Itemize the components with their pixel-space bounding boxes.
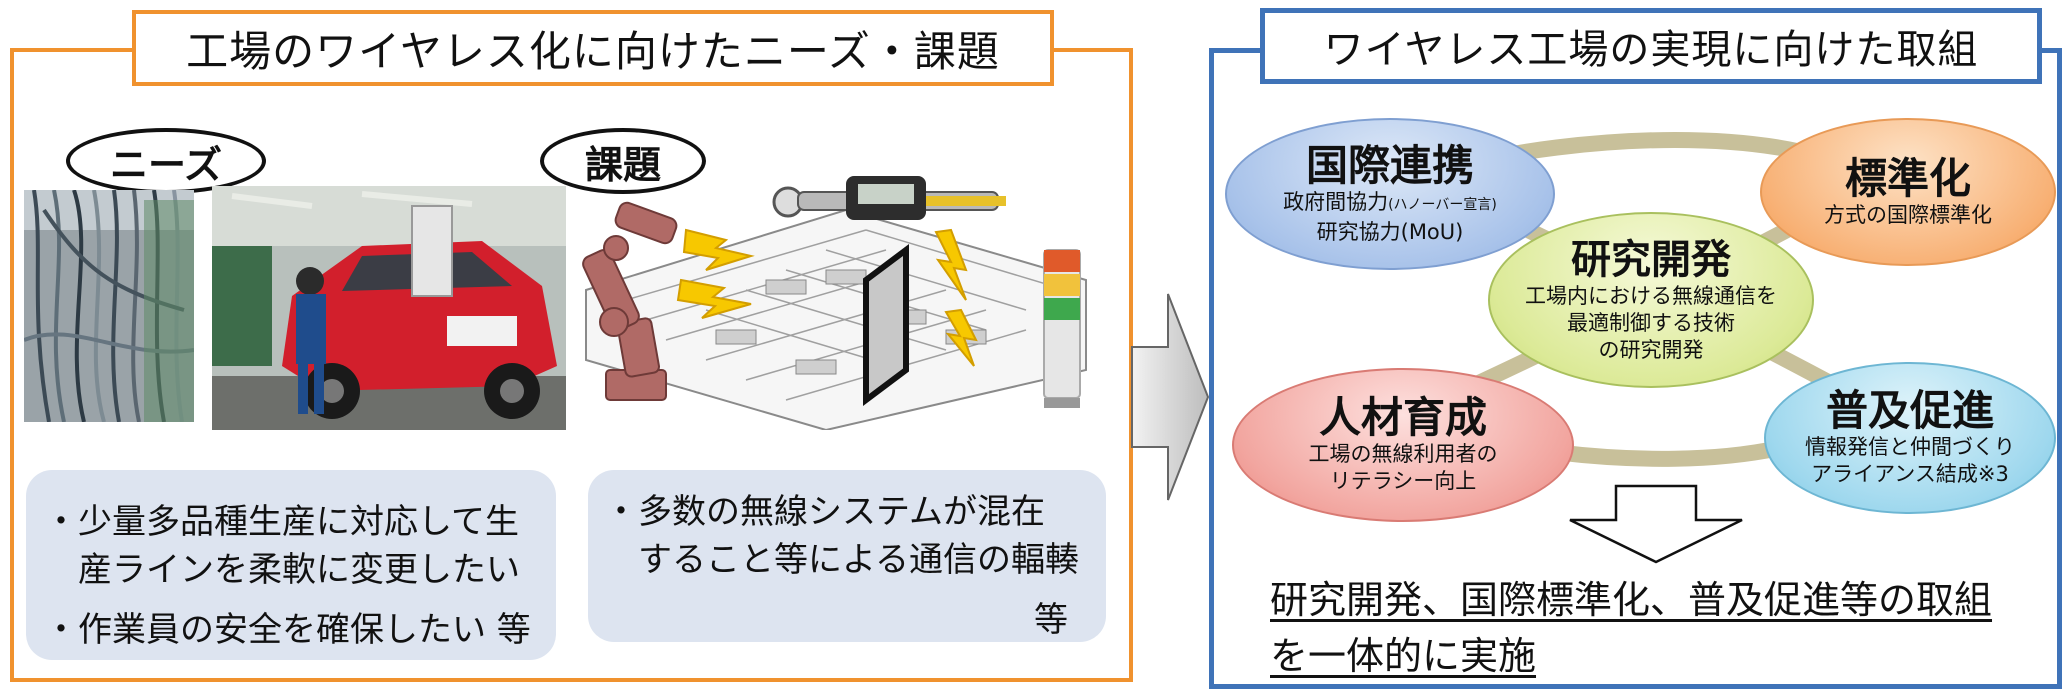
needs-issues-title: 工場のワイヤレス化に向けたニーズ・課題 xyxy=(132,10,1054,86)
promotion-ellipse: 普及促進 情報発信と仲間づくり アライアンス結成※3 xyxy=(1764,362,2056,514)
needs-card: ・少量多品種生産に対応して生 産ラインを柔軟に変更したい ・作業員の安全を確保し… xyxy=(26,470,556,660)
rnd-line-2: 最適制御する技術 xyxy=(1567,310,1735,335)
standardization-ellipse: 標準化 方式の国際標準化 xyxy=(1760,118,2056,266)
international-line-1: 政府間協力(ハノーバー宣言) xyxy=(1283,189,1497,219)
needs-item-3: ・作業員の安全を確保したい 等 xyxy=(44,610,531,650)
hr-line-2: リテラシー向上 xyxy=(1329,469,1477,493)
needs-label: ニーズ xyxy=(66,128,266,194)
standardization-line-1: 方式の国際標準化 xyxy=(1824,202,1992,227)
needs-item-1: ・少量多品種生産に対応して生 xyxy=(44,502,519,542)
international-cooperation-title: 国際連携 xyxy=(1305,140,1474,190)
issues-etc: 等 xyxy=(1034,600,1068,640)
right-arrow-icon xyxy=(1130,292,1210,502)
standardization-title: 標準化 xyxy=(1844,153,1971,203)
down-arrow-icon xyxy=(1566,484,1746,564)
international-line-1-main: 政府間協力 xyxy=(1283,189,1389,214)
international-line-1-note: (ハノーバー宣言) xyxy=(1388,196,1497,213)
international-line-2: 研究協力(MoU) xyxy=(1316,219,1464,244)
initiatives-title: ワイヤレス工場の実現に向けた取組 xyxy=(1260,8,2042,84)
research-development-title: 研究開発 xyxy=(1571,236,1731,283)
international-cooperation-ellipse: 国際連携 政府間協力(ハノーバー宣言) 研究協力(MoU) xyxy=(1225,118,1555,270)
conclusion-text: 研究開発、国際標準化、普及促進等の取組 を一体的に実施 xyxy=(1270,572,2050,684)
cables-photo xyxy=(24,190,194,422)
needs-item-2: 産ラインを柔軟に変更したい xyxy=(44,550,520,590)
conclusion-line-2: を一体的に実施 xyxy=(1270,634,1537,678)
human-resources-title: 人材育成 xyxy=(1318,393,1487,442)
factory-illustration xyxy=(566,170,1126,432)
promotion-line-2: アライアンス結成※3 xyxy=(1811,462,2009,486)
issues-card: ・多数の無線システムが混在 すること等による通信の輻輳 等 xyxy=(588,470,1106,642)
promotion-title: 普及促進 xyxy=(1825,386,1994,435)
human-resources-ellipse: 人材育成 工場の無線利用者の リテラシー向上 xyxy=(1232,368,1574,522)
rnd-line-1: 工場内における無線通信を xyxy=(1525,283,1777,308)
car-assembly-photo xyxy=(212,186,566,430)
issues-item-2: すること等による通信の輻輳 xyxy=(604,540,1079,580)
issues-label: 課題 xyxy=(540,128,706,194)
issues-item-1: ・多数の無線システムが混在 xyxy=(604,492,1045,532)
rnd-line-3: の研究開発 xyxy=(1598,337,1704,362)
hr-line-1: 工場の無線利用者の xyxy=(1308,442,1498,466)
research-development-ellipse: 研究開発 工場内における無線通信を 最適制御する技術 の研究開発 xyxy=(1488,212,1814,388)
promotion-line-1: 情報発信と仲間づくり xyxy=(1805,435,2015,459)
conclusion-line-1: 研究開発、国際標準化、普及促進等の取組 xyxy=(1270,578,1993,622)
